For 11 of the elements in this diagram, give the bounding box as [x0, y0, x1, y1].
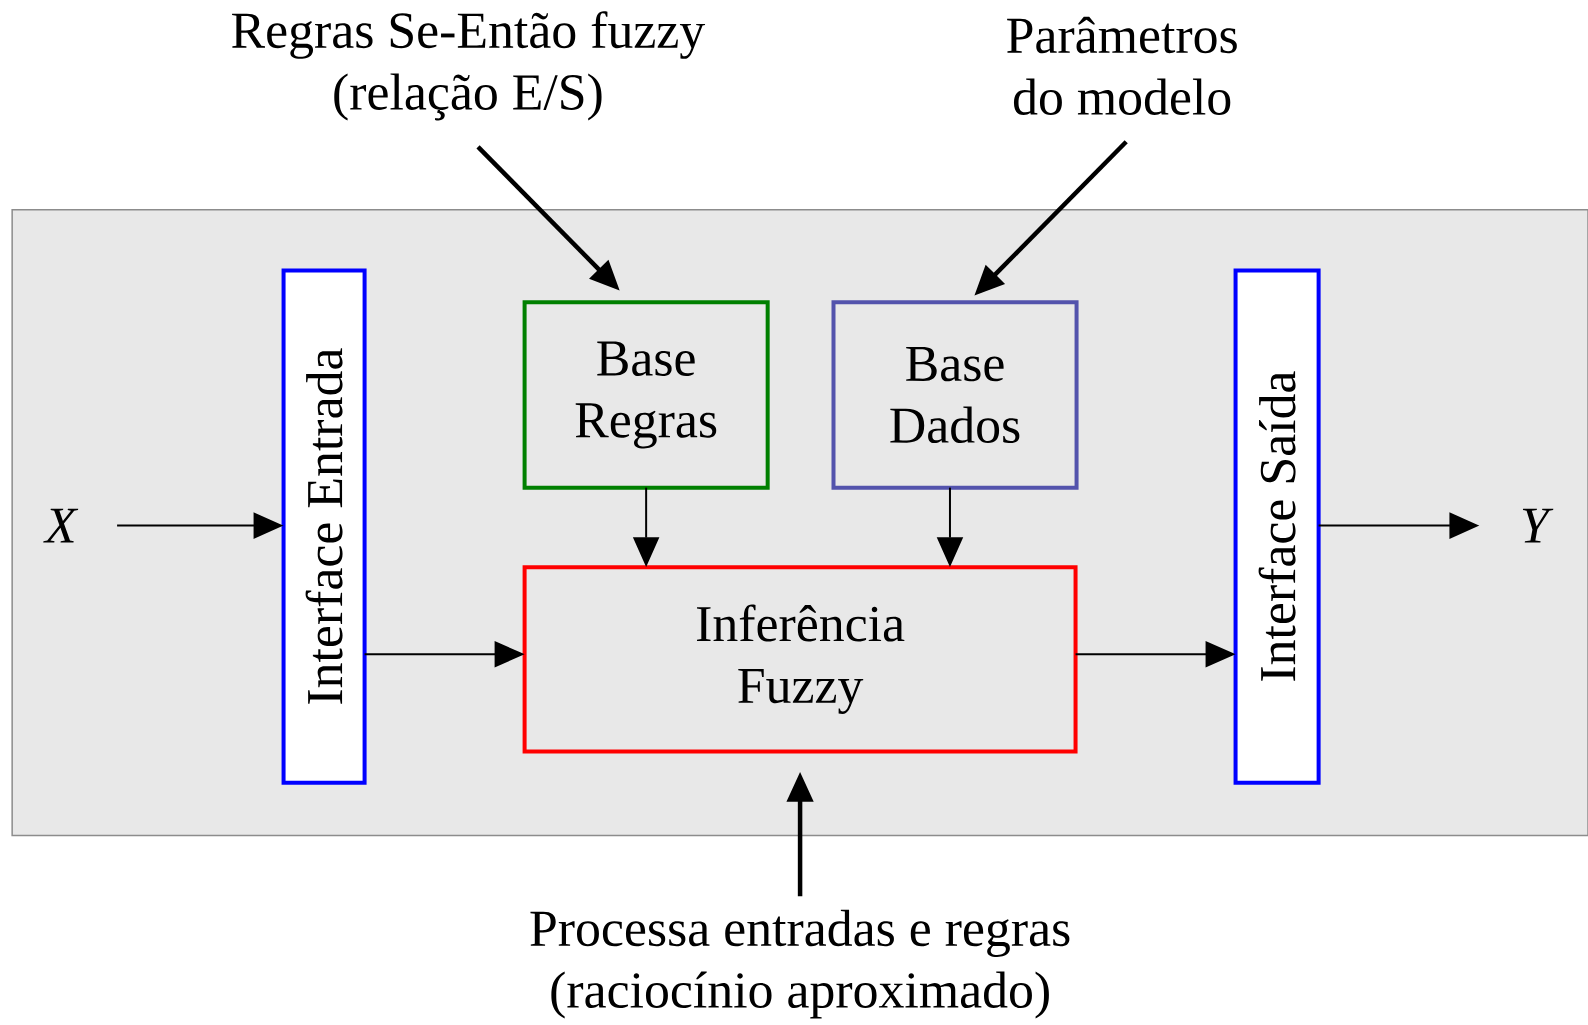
input-label: X	[43, 508, 79, 543]
database-box: Base Dados	[831, 300, 1079, 490]
output-label: Y	[1522, 508, 1554, 543]
inference-box: Inferência Fuzzy	[522, 565, 1078, 754]
system-panel	[11, 208, 1588, 837]
rule-base-box: Base Regras	[522, 300, 770, 490]
annotation-text: Regras Se-Então fuzzy (relação E/S)	[232, 11, 706, 121]
interface-box: Interface Entrada	[281, 268, 367, 785]
interface-box: Interface Saída	[1233, 268, 1321, 785]
annotation-text: Processa entradas e regras (raciocínio aproximado)	[530, 909, 1070, 1019]
annotation-text: Parâmetros do modelo	[1007, 16, 1237, 116]
